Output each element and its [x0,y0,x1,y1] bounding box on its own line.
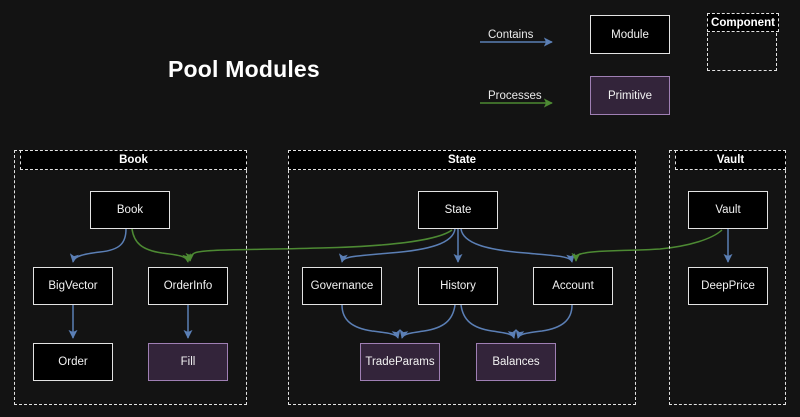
node-book[interactable]: Book [90,191,170,229]
node-account[interactable]: Account [533,267,613,305]
node-bigvector[interactable]: BigVector [33,267,113,305]
legend-node-primitive: Primitive [590,76,670,115]
legend-label-contains: Contains [488,29,534,41]
node-balances[interactable]: Balances [476,343,556,381]
legend-component-label: Component [707,13,779,32]
legend-label-processes: Processes [488,90,542,102]
node-history[interactable]: History [418,267,498,305]
legend-arrow-contains [480,37,553,47]
page-title: Pool Modules [168,56,320,82]
node-order[interactable]: Order [33,343,113,381]
node-governance[interactable]: Governance [302,267,382,305]
node-fill[interactable]: Fill [148,343,228,381]
group-book-label: Book [20,150,247,170]
node-state[interactable]: State [418,191,498,229]
node-orderinfo[interactable]: OrderInfo [148,267,228,305]
legend-node-module: Module [590,15,670,54]
node-deepprice[interactable]: DeepPrice [688,267,768,305]
node-vault[interactable]: Vault [688,191,768,229]
group-vault-label: Vault [675,150,786,170]
node-tradeparams[interactable]: TradeParams [360,343,440,381]
legend-arrow-processes [480,98,553,108]
group-state-label: State [288,150,636,170]
